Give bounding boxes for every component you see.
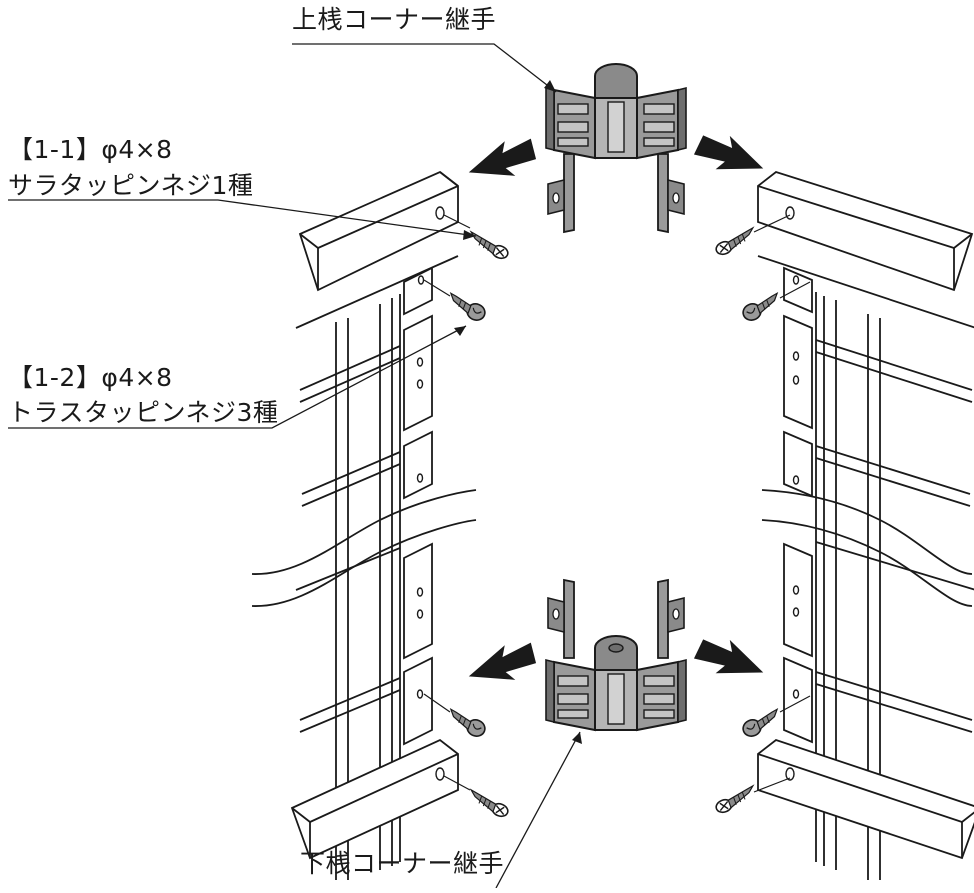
flat-screw-spec-label: 【1-1】φ4×8	[8, 135, 173, 164]
screw-flat-lower-left	[465, 789, 512, 820]
truss-screw-name-label: トラスタッピンネジ3種	[8, 398, 279, 427]
break-lines	[251, 489, 973, 607]
screw-flat-upper-right	[712, 227, 759, 258]
screw-truss-upper-left	[444, 292, 489, 324]
insertion-guides	[423, 214, 811, 793]
flat-screw-name-label: サラタッピンネジ1種	[8, 171, 254, 200]
screw-flat-lower-right	[712, 785, 759, 816]
arrow-upper-left	[464, 133, 541, 190]
lower-joint-label: 下桟コーナー継手	[300, 849, 505, 878]
leader-arrowheads	[454, 80, 582, 744]
upper-corner-joint	[545, 63, 687, 233]
right-post	[757, 170, 974, 880]
screw-truss-upper-right	[739, 292, 784, 324]
upper-joint-label: 上桟コーナー継手	[292, 5, 497, 34]
arrow-lower-right	[692, 631, 769, 688]
screw-truss-lower-right	[739, 708, 784, 740]
left-post-holes	[416, 206, 445, 781]
leader-lines	[8, 43, 581, 889]
arrow-upper-right	[692, 127, 769, 184]
screw-truss-lower-left	[444, 708, 489, 740]
truss-screw-spec-label: 【1-2】φ4×8	[8, 363, 173, 392]
arrow-lower-left	[464, 637, 541, 694]
lower-corner-joint	[545, 579, 687, 731]
left-post	[290, 170, 459, 880]
